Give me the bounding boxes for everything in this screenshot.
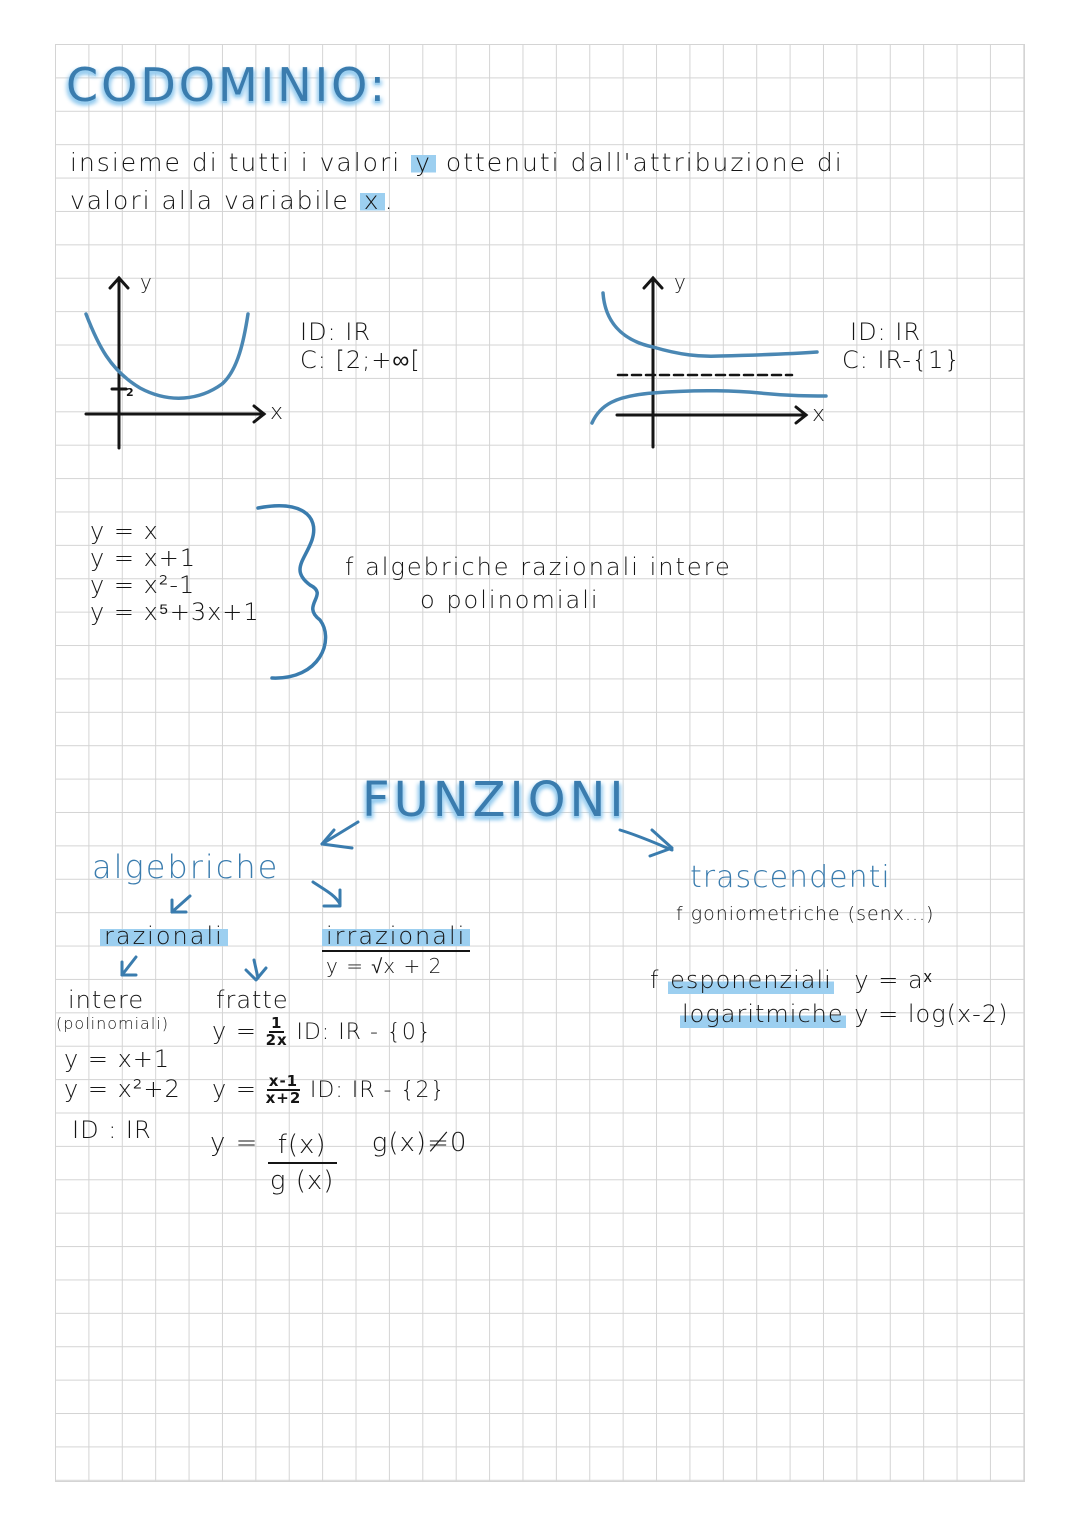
- esponenziali: esponenziali: [668, 966, 834, 994]
- parabola-curve: [84, 312, 250, 400]
- equation: y = x²+2: [64, 1075, 181, 1103]
- equation: y = x: [90, 517, 159, 545]
- equation: y = x⁵+3x+1: [90, 598, 260, 626]
- goniometriche: f goniometriche (senx...): [676, 903, 935, 925]
- page-title: CODOMINIO:: [66, 58, 389, 112]
- definition-line-1: insieme di tutti i valori y ottenuti dal…: [70, 148, 844, 177]
- logaritmiche-eq: y = log(x-2): [854, 1000, 1009, 1028]
- equation: y = x+1: [90, 544, 197, 572]
- fratte-example-3: y = f(x) g (x) g(x)≠0: [210, 1128, 468, 1198]
- fratte-domain-2: ID: IR - {2}: [309, 1078, 446, 1103]
- var-x-highlight: x: [359, 186, 385, 215]
- node-intere: intere: [68, 986, 145, 1014]
- var-y-highlight: y: [411, 148, 436, 177]
- node-trascendenti: trascendenti: [690, 860, 891, 895]
- grid-paper: [55, 44, 1025, 1482]
- esponenziali-eq: y = aˣ: [854, 966, 933, 994]
- lower-branch: [590, 388, 828, 425]
- y-axis-label: y: [674, 270, 687, 294]
- logaritmiche-row: logaritmiche y = log(x-2): [680, 1000, 1008, 1028]
- intere-examples: y = x+1 y = x²+2: [64, 1044, 181, 1104]
- intere-domain: ID : IR: [72, 1116, 152, 1144]
- definition-text: valori alla variabile: [70, 186, 350, 215]
- definition-text: insieme di tutti i valori: [70, 148, 402, 177]
- graph1-domain: ID: IR: [300, 318, 372, 346]
- tree-root-funzioni: FUNZIONI: [362, 772, 628, 828]
- logaritmiche: logaritmiche: [680, 1000, 846, 1028]
- graph2-codomain: C: IR-{1}: [842, 346, 961, 374]
- fratte-domain-1: ID: IR - {0}: [296, 1020, 432, 1045]
- esponenziali-row: f esponenziali y = aˣ: [650, 966, 933, 994]
- node-razionali: razionali: [100, 922, 228, 950]
- graph1-codomain: C: [2;+∞[: [300, 346, 421, 374]
- equation: y = x²-1: [90, 571, 196, 599]
- y-axis-label: y: [140, 270, 153, 294]
- arrow-to-razionali: [170, 894, 192, 914]
- definition-line-2: valori alla variabile x.: [70, 186, 395, 215]
- arrow-to-intere: [120, 955, 138, 977]
- polynomial-sublabel: o polinomiali: [420, 586, 600, 614]
- arrow-to-fratte: [252, 958, 260, 980]
- irrazionali-example: y = √x + 2: [326, 954, 443, 978]
- fraction: f(x) g (x): [267, 1128, 337, 1198]
- node-fratte: fratte: [216, 986, 289, 1014]
- polynomial-label: f algebriche razionali intere: [345, 553, 732, 581]
- arrow-to-irrazionali: [311, 880, 342, 906]
- tick-label-2: 2: [126, 386, 135, 399]
- denominator-condition: g(x)≠0: [371, 1128, 468, 1158]
- x-axis-label: x: [812, 402, 827, 427]
- node-irrazionali: irrazionali: [322, 922, 471, 952]
- upper-branch: [601, 291, 819, 358]
- intere-sublabel: (polinomiali): [56, 1014, 169, 1033]
- arrow-to-algebriche: [320, 820, 360, 846]
- polynomial-list: y = x y = x+1 y = x²-1 y = x⁵+3x+1: [90, 518, 260, 626]
- x-axis-label: x: [270, 400, 285, 425]
- definition-text: ottenuti dall'attribuzione di: [445, 148, 844, 177]
- graph2-domain: ID: IR: [850, 318, 922, 346]
- equation: y = x+1: [64, 1045, 171, 1073]
- node-algebriche: algebriche: [92, 848, 280, 886]
